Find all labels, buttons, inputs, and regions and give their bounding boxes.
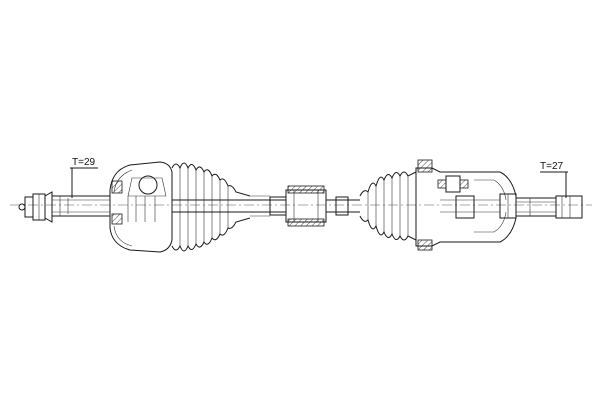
right-spline-shaft (515, 195, 583, 219)
left-spline-label: T=29 (72, 157, 96, 168)
left-spline-callout: T=29 (70, 157, 98, 198)
right-spline-callout: T=27 (540, 161, 568, 198)
inner-joint-housing (415, 159, 517, 251)
shaft-damper (285, 185, 327, 227)
left-outer-stub (18, 191, 53, 223)
right-spline-label: T=27 (540, 161, 564, 172)
main-shaft-right (326, 196, 360, 216)
outer-cv-housing (109, 161, 173, 253)
inner-boot (359, 171, 417, 241)
main-shaft-left (172, 195, 287, 217)
outer-boot (171, 162, 251, 252)
left-spline-shaft (51, 195, 111, 217)
